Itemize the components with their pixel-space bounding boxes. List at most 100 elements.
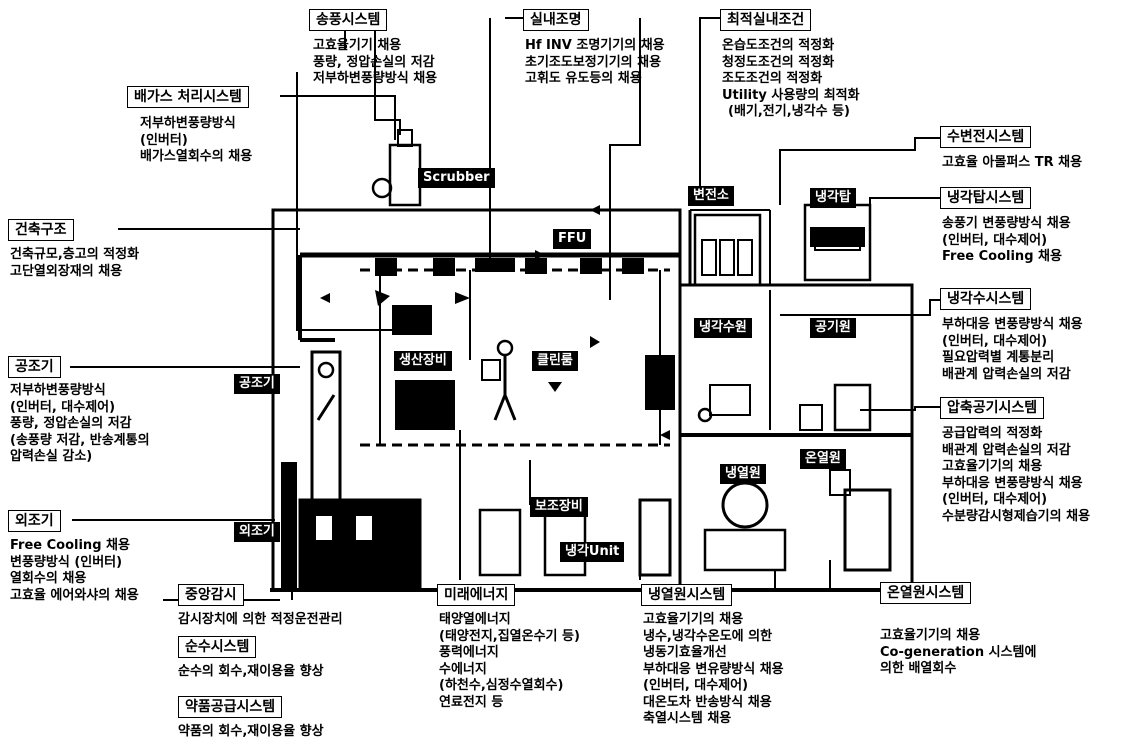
room-production-equipment: 생산장비 xyxy=(394,351,452,371)
label-pure-water: 순수시스템 xyxy=(178,636,256,658)
desc-line: 고효율기기의 채용 xyxy=(643,612,784,629)
desc-line: 청정도조건의 적정화 xyxy=(722,55,860,72)
label-cooling-source: 냉열원시스템 xyxy=(641,584,732,606)
room-cleanroom: 클린룸 xyxy=(532,351,578,371)
desc-line: (송풍량 저감, 반송계통의 xyxy=(10,433,150,450)
desc-line: 풍량, 정압손실의 저감 xyxy=(313,55,437,72)
room-substation: 변전소 xyxy=(688,186,734,206)
label-substation-system: 수변전시스템 xyxy=(940,126,1031,148)
desc-line: 고효율기기 채용 xyxy=(313,38,437,55)
desc-flue-gas: 저부하변풍량방식 (인버터) 배가스열회수의 채용 xyxy=(140,116,252,166)
desc-line: 수에너지 xyxy=(439,662,580,679)
desc-line: Free Cooling 채용 xyxy=(10,538,139,555)
label-cooling-tower-system: 냉각탑시스템 xyxy=(940,187,1031,209)
label-future-energy: 미래에너지 xyxy=(437,584,515,606)
desc-line: 냉동기효율개선 xyxy=(643,645,784,662)
desc-line: 배관계 압력손실의 저감 xyxy=(942,443,1090,460)
desc-line: 약품의 회수,재이용율 향상 xyxy=(178,724,324,741)
desc-line: 고단열외장재의 채용 xyxy=(10,264,139,281)
room-auxiliary-equipment: 보조장비 xyxy=(530,497,588,517)
desc-line: 대온도차 반송방식 채용 xyxy=(643,695,784,712)
desc-line: 건축규모,층고의 적정화 xyxy=(10,247,139,264)
desc-line: 의한 배열회수 xyxy=(880,661,1036,678)
desc-line: Hf INV 조명기기의 채용 xyxy=(525,38,665,55)
desc-pure-water: 순수의 회수,재이용율 향상 xyxy=(178,664,324,681)
label-flue-gas: 배가스 처리시스템 xyxy=(127,86,249,108)
desc-line: 부하대응 변풍량방식 채용 xyxy=(942,476,1090,493)
desc-heating-source: 고효율기기의 채용 Co-generation 시스템에 의한 배열회수 xyxy=(880,628,1036,678)
room-cooling-water-plant: 냉각수원 xyxy=(694,318,752,338)
desc-line: 연료전지 등 xyxy=(439,695,580,712)
desc-line: 조도조건의 적정화 xyxy=(722,71,860,88)
desc-line: 저부하변풍량방식 xyxy=(10,383,150,400)
desc-optimal-indoor: 온습도조건의 적정화 청정도조건의 적정화 조도조건의 적정화 Utility … xyxy=(722,38,860,121)
desc-compressed-air-system: 공급압력의 적정화 배관계 압력손실의 저감 고효율기기의 채용 부하대응 변풍… xyxy=(942,426,1090,525)
desc-cooling-water-system: 부하대응 변풍량방식 채용 (인버터, 대수제어) 필요압력별 계통분리 배관계… xyxy=(942,317,1083,383)
room-ahu: 공조기 xyxy=(234,374,280,394)
air-handler-unit xyxy=(312,352,340,502)
desc-line: 저부하변풍량방식 xyxy=(140,116,252,133)
desc-line: 고효율기기의 채용 xyxy=(942,459,1090,476)
label-songpung-system: 송풍시스템 xyxy=(309,9,387,31)
desc-line: Utility 사용량의 최적화 xyxy=(722,88,860,105)
desc-central-monitoring: 감시장치에 의한 적정운전관리 xyxy=(178,612,343,629)
desc-line: (인버터, 대수제어) xyxy=(643,678,784,695)
desc-line: 냉수,냉각수온도에 의한 xyxy=(643,629,784,646)
label-compressed-air-system: 압축공기시스템 xyxy=(940,397,1044,419)
desc-line: 수분량감시형제습기의 채용 xyxy=(942,509,1090,526)
desc-line: 고효율기기의 채용 xyxy=(880,628,1036,645)
desc-line: 공급압력의 적정화 xyxy=(942,426,1090,443)
desc-line: (인버터) xyxy=(140,133,252,150)
room-boiler-plant: 온열원 xyxy=(800,449,846,469)
desc-line: 부하대응 변유량방식 채용 xyxy=(643,662,784,679)
desc-line: 온습도조건의 적정화 xyxy=(722,38,860,55)
desc-line: 태양열에너지 xyxy=(439,612,580,629)
label-optimal-indoor: 최적실내조건 xyxy=(720,9,811,31)
desc-line: 배관계 압력손실의 저감 xyxy=(942,367,1083,384)
desc-line: 필요압력별 계통분리 xyxy=(942,350,1083,367)
desc-line: 송풍기 변풍량방식 채용 xyxy=(942,216,1071,233)
room-air-plant: 공기원 xyxy=(810,318,856,338)
desc-oau: Free Cooling 채용 변풍량방식 (인버터) 열회수의 채용 고효율 … xyxy=(10,538,139,604)
room-cooling-tower: 냉각탑 xyxy=(810,188,856,208)
desc-indoor-lighting: Hf INV 조명기기의 채용 초기조도보정기기의 채용 고휘도 유도등의 채용 xyxy=(525,38,665,88)
desc-line: (인버터, 대수제어) xyxy=(942,233,1071,250)
desc-line: (인버터, 대수제어) xyxy=(10,400,150,417)
room-ffu: FFU xyxy=(553,229,591,249)
desc-line: 고휘도 유도등의 채용 xyxy=(525,71,665,88)
chiller-coil xyxy=(723,483,767,527)
desc-chemical-supply: 약품의 회수,재이용율 향상 xyxy=(178,724,324,741)
label-indoor-lighting: 실내조명 xyxy=(523,9,589,31)
desc-line: (인버터, 대수제어) xyxy=(942,334,1083,351)
label-oau: 외조기 xyxy=(8,510,61,532)
desc-line: 배가스열회수의 채용 xyxy=(140,149,252,166)
desc-substation-system: 고효율 아몰퍼스 TR 채용 xyxy=(942,155,1082,172)
desc-line: (하천수,심정수열회수) xyxy=(439,678,580,695)
desc-line: 부하대응 변풍량방식 채용 xyxy=(942,317,1083,334)
label-heating-source: 온열원시스템 xyxy=(880,582,971,604)
desc-cooling-source: 고효율기기의 채용 냉수,냉각수온도에 의한 냉동기효율개선 부하대응 변유량방… xyxy=(643,612,784,728)
desc-line: Co-generation 시스템에 xyxy=(880,645,1036,662)
room-chiller-plant: 냉열원 xyxy=(720,464,766,484)
label-chemical-supply: 약품공급시스템 xyxy=(178,696,282,718)
label-cooling-water-system: 냉각수시스템 xyxy=(940,288,1031,310)
desc-line: 고효율 아몰퍼스 TR 채용 xyxy=(942,155,1082,172)
desc-line: Free Cooling 채용 xyxy=(942,249,1071,266)
room-oau: 외조기 xyxy=(234,522,280,542)
boiler-unit xyxy=(845,490,890,570)
desc-cooling-tower-system: 송풍기 변풍량방식 채용 (인버터, 대수제어) Free Cooling 채용 xyxy=(942,216,1071,266)
desc-line: 고효율 에어와샤의 채용 xyxy=(10,588,139,605)
label-central-monitoring: 중앙감시 xyxy=(178,584,244,606)
room-scrubber: Scrubber xyxy=(418,168,495,188)
desc-songpung: 고효율기기 채용 풍량, 정압손실의 저감 저부하변풍량방식 채용 xyxy=(313,38,437,88)
desc-line: 순수의 회수,재이용율 향상 xyxy=(178,664,324,681)
desc-line: (태양전지,집열온수기 등) xyxy=(439,629,580,646)
desc-future-energy: 태양열에너지 (태양전지,집열온수기 등) 풍력에너지 수에너지 (하천수,심정… xyxy=(439,612,580,711)
desc-line: 열회수의 채용 xyxy=(10,571,139,588)
room-cooling-unit: 냉각Unit xyxy=(560,542,624,562)
desc-line: 축열시스템 채용 xyxy=(643,711,784,728)
desc-line: (배기,전기,냉각수 등) xyxy=(722,104,860,121)
label-ahu: 공조기 xyxy=(8,356,61,378)
desc-building-structure: 건축규모,층고의 적정화 고단열외장재의 채용 xyxy=(10,247,139,280)
